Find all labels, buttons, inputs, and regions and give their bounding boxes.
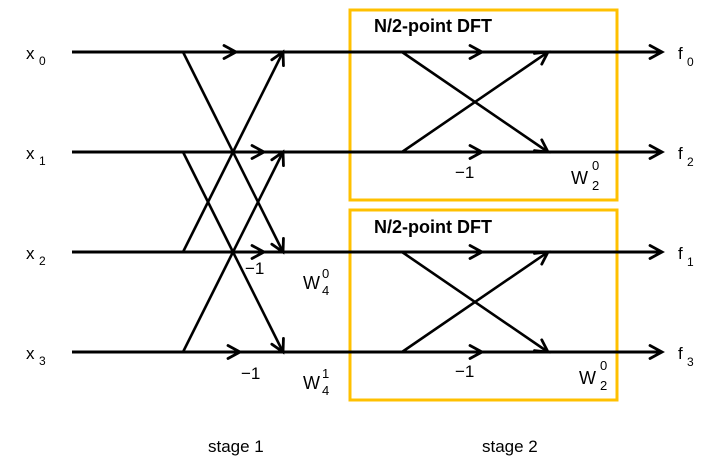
output-label-f0: f (678, 44, 683, 63)
input-label-x0: x (26, 44, 35, 63)
dft-box-2 (348, 208, 619, 402)
stage-2-label: stage 2 (482, 437, 538, 456)
twiddle-w2-0-box1-sub: 2 (592, 178, 599, 193)
neg-one-label-x3: −1 (241, 364, 260, 383)
output-label-f2-sub: 2 (687, 155, 694, 169)
dft-box-1 (348, 8, 619, 202)
output-label-f1-sub: 1 (687, 255, 694, 269)
output-label-f2: f (678, 144, 683, 163)
cross-f2-to-f0 (401, 50, 551, 154)
twiddle-w2-0-box2-base: W (579, 368, 596, 388)
input-label-x1: x (26, 144, 35, 163)
twiddle-w4-0-sup: 0 (322, 266, 329, 281)
twiddle-w2-0-box2-sub: 2 (600, 378, 607, 393)
neg-one-label-x2: −1 (245, 259, 264, 278)
stage-1-label: stage 1 (208, 437, 264, 456)
twiddle-w4-1-base: W (303, 373, 320, 393)
twiddle-w4-0-base: W (303, 273, 320, 293)
twiddle-w4-1-sup: 1 (322, 366, 329, 381)
output-label-f3: f (678, 344, 683, 363)
twiddle-w4-0-sub: 4 (322, 283, 329, 298)
dft-box-1-title: N/2-point DFT (374, 16, 492, 36)
input-label-x3-sub: 3 (39, 354, 46, 368)
neg-one-label-box1: −1 (455, 163, 474, 182)
neg-one-label-box2: −1 (455, 362, 474, 381)
cross-f3-to-f1 (401, 250, 551, 354)
input-label-x0-sub: 0 (39, 54, 46, 68)
output-label-f0-sub: 0 (687, 55, 694, 69)
input-label-x3: x (26, 344, 35, 363)
output-label-f3-sub: 3 (687, 355, 694, 369)
input-label-x2-sub: 2 (39, 254, 46, 268)
cross-x2-to-x0 (181, 49, 285, 253)
input-label-x1-sub: 1 (39, 154, 46, 168)
input-label-x2: x (26, 244, 35, 263)
twiddle-w2-0-box2-sup: 0 (600, 358, 607, 373)
twiddle-w2-0-box1-sup: 0 (592, 158, 599, 173)
dft-box-2-title: N/2-point DFT (374, 217, 492, 237)
cross-x3-to-x1 (181, 149, 285, 353)
output-label-f1: f (678, 244, 683, 263)
twiddle-w4-1-sub: 4 (322, 383, 329, 398)
twiddle-w2-0-box1-base: W (571, 168, 588, 188)
